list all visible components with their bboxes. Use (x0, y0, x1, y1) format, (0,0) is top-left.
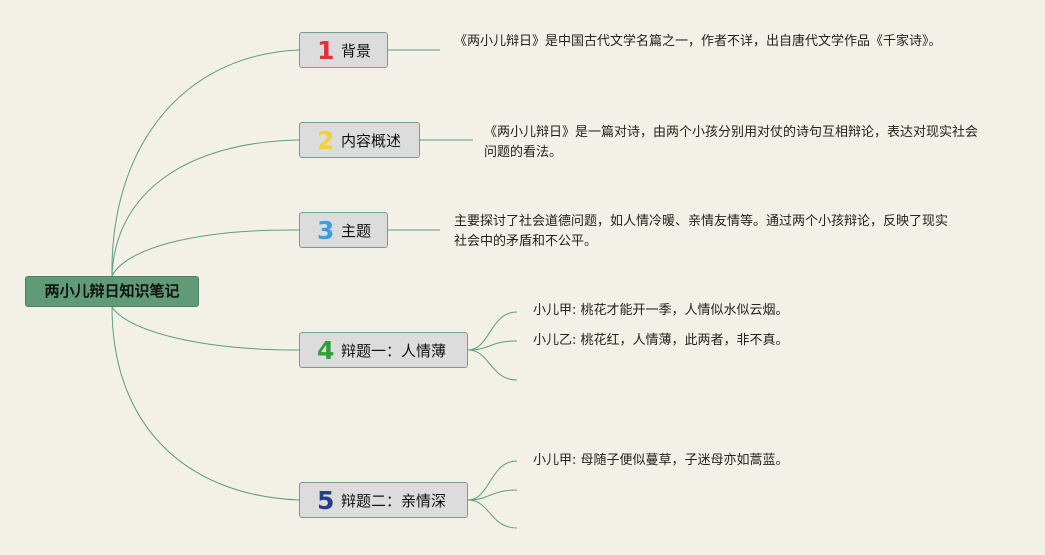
root-title: 两小儿辩日知识笔记 (44, 282, 180, 300)
branch-label-1: 背景 (341, 41, 372, 60)
note-topic1-b: 小儿乙: 桃花红，人情薄，此两者，非不真。 (533, 333, 789, 348)
connector-root-to-branch-2 (111, 139, 300, 277)
connector-branch-4-leaf-1 (467, 311, 518, 351)
note-theme: 主要探讨了社会道德问题，如人情冷暖、亲情友情等。通过两个小孩辩论，反映了现实社会… (454, 214, 949, 249)
branch-node-4[interactable]: 4 辩题一：人情薄 (299, 332, 468, 368)
branch-number-3: 3 (317, 215, 335, 245)
root-node[interactable]: 两小儿辩日知识笔记 (25, 276, 199, 307)
connector-branch-5-leaf-2 (467, 489, 518, 501)
branch-node-1[interactable]: 1 背景 (299, 32, 388, 68)
connector-root-to-branch-4 (111, 306, 300, 351)
connector-root-to-branch-3 (111, 229, 300, 277)
connector-branch-5-leaf-3 (467, 499, 518, 529)
branch-node-5[interactable]: 5 辩题二：亲情深 (299, 482, 468, 518)
branch-node-3[interactable]: 3 主题 (299, 212, 388, 248)
branch-node-2[interactable]: 2 内容概述 (299, 122, 420, 158)
branch-number-1: 1 (317, 35, 335, 65)
branch-number-5: 5 (317, 485, 335, 515)
branch-number-2: 2 (317, 125, 335, 155)
connector-branch-4-leaf-2 (467, 340, 518, 351)
connector-root-to-branch-1 (111, 49, 300, 277)
note-topic1-a: 小儿甲: 桃花才能开一季，人情似水似云烟。 (533, 303, 789, 318)
connector-branch-5-leaf-1 (467, 460, 518, 501)
branch-number-4: 4 (317, 335, 335, 365)
branch-label-3: 主题 (341, 221, 372, 240)
note-topic2-a: 小儿甲: 母随子便似蔓草，子迷母亦如蒿蓝。 (533, 453, 789, 468)
branch-label-4: 辩题一：人情薄 (341, 341, 447, 360)
connector-root-to-branch-5 (111, 306, 300, 501)
branch-label-2: 内容概述 (341, 131, 402, 150)
connector-branch-4-leaf-3 (467, 349, 518, 381)
note-summary: 《两小儿辩日》是一篇对诗，由两个小孩分别用对仗的诗句互相辩论，表达对现实社会问题… (484, 125, 979, 160)
note-background: 《两小儿辩日》是中国古代文学名篇之一，作者不详，出自唐代文学作品《千家诗》。 (454, 34, 942, 49)
branch-label-5: 辩题二：亲情深 (341, 491, 447, 510)
